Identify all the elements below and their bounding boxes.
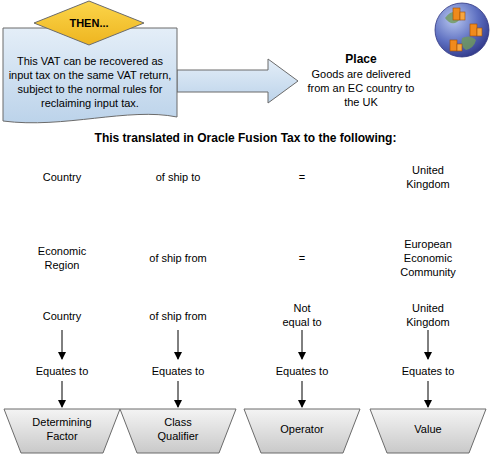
outline-path [120, 409, 236, 453]
down-arrow [178, 381, 179, 407]
down-arrow [302, 330, 303, 359]
outline-path [370, 409, 486, 453]
node-text: Value [414, 422, 441, 436]
outline-path [244, 409, 360, 453]
building-icon [460, 12, 465, 20]
node-text: THEN... [69, 16, 108, 30]
building-icon [457, 44, 462, 51]
table-cell: = [282, 170, 322, 184]
section-heading: This translated in Oracle Fusion Tax to … [0, 131, 491, 145]
table-cell: of ship to [128, 170, 228, 184]
node-text: Goods are delivered from an EC country t… [300, 67, 422, 109]
down-arrow [428, 381, 429, 407]
globe-land [462, 36, 477, 50]
node-text: This VAT can be recovered as input tax o… [8, 54, 172, 110]
mapping-label: Equates to [138, 364, 218, 378]
mapping-label: Equates to [22, 364, 102, 378]
down-arrow [178, 330, 179, 359]
down-arrow [62, 381, 63, 407]
factor-trapezoid: Class Qualifier [119, 408, 237, 454]
node-content: Value [369, 408, 487, 454]
node-heading: Place [345, 52, 376, 66]
table-cell: Country [17, 170, 107, 184]
table-cell: of ship from [128, 309, 228, 323]
globe-sphere [435, 3, 489, 57]
table-cell: = [282, 251, 322, 265]
equates-arrows [62, 330, 428, 407]
building-icon [450, 40, 457, 51]
outline-path [3, 28, 177, 123]
table-cell: United Kingdom [398, 163, 458, 191]
node-content: THEN... [33, 0, 145, 46]
globe-illustration [435, 3, 489, 57]
node-text: Determining Factor [25, 415, 99, 443]
building-icon [470, 24, 477, 36]
down-arrow [302, 381, 303, 407]
table-cell: Economic Region [32, 244, 92, 272]
building-icon [453, 8, 460, 20]
mapping-label: Equates to [388, 364, 468, 378]
table-cell: Not equal to [280, 301, 324, 329]
node-text: Operator [280, 422, 323, 436]
node-text: Class Qualifier [147, 415, 209, 443]
node-content: Operator [243, 408, 361, 454]
factor-trapezoid: Operator [243, 408, 361, 454]
building-icon [477, 28, 482, 36]
place-text: PlaceGoods are delivered from an EC coun… [300, 44, 422, 116]
table-cell: United Kingdom [398, 301, 458, 329]
node-content: Determining Factor [3, 408, 121, 454]
node-content: PlaceGoods are delivered from an EC coun… [300, 44, 422, 116]
table-cell: Country [17, 309, 107, 323]
table-cell: of ship from [128, 251, 228, 265]
down-arrow [428, 330, 429, 359]
then-diamond: THEN... [33, 0, 145, 46]
down-arrow [62, 330, 63, 359]
table-cell: European Economic Community [391, 237, 466, 279]
mapping-label: Equates to [262, 364, 342, 378]
outline-path [4, 409, 120, 453]
block-arrow [177, 59, 298, 103]
node-content: Class Qualifier [119, 408, 237, 454]
factor-trapezoid: Determining Factor [3, 408, 121, 454]
factor-trapezoid: Value [369, 408, 487, 454]
